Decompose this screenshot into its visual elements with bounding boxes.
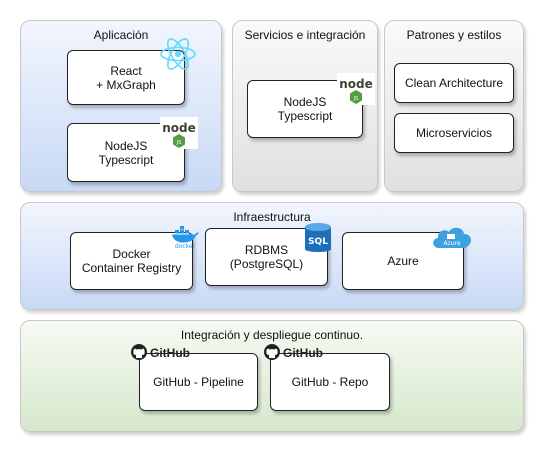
box-label: Docker Container Registry — [81, 247, 182, 275]
sql-database-icon: SQL — [305, 223, 331, 252]
panel-patrones: Patrones y estilos — [384, 20, 524, 192]
panel-title-infraestructura: Infraestructura — [233, 210, 311, 224]
github-icon: GitHub — [131, 344, 190, 360]
panel-title-patrones: Patrones y estilos — [406, 28, 502, 42]
svg-text:docker: docker — [175, 243, 196, 248]
svg-text:JS: JS — [176, 140, 182, 146]
svg-text:SQL: SQL — [308, 237, 328, 247]
box-label: NodeJS Typescript — [98, 138, 154, 167]
box-label: NodeJS Typescript — [277, 95, 333, 123]
svg-text:node: node — [339, 77, 373, 91]
box-docker-registry[interactable]: Docker Container Registry — [70, 232, 193, 290]
box-nodejs-typescript-services[interactable]: NodeJS Typescript — [247, 80, 363, 138]
box-clean-architecture[interactable]: Clean Architecture — [394, 63, 514, 103]
panel-title-servicios: Servicios e integración — [244, 28, 366, 42]
azure-cloud-icon: Azure — [433, 227, 472, 248]
box-label: React + MxGraph — [96, 63, 156, 92]
svg-text:GitHub: GitHub — [283, 346, 323, 360]
box-github-repo[interactable]: GitHub - Repo — [270, 353, 390, 411]
nodejs-icon: node JS — [160, 117, 198, 149]
svg-text:node: node — [162, 121, 196, 135]
panel-title-aplicacion: Aplicación — [93, 28, 149, 42]
svg-text:JS: JS — [353, 96, 359, 102]
docker-icon: docker — [172, 226, 199, 248]
box-label: GitHub - Pipeline — [153, 375, 244, 389]
nodejs-icon: node JS — [337, 73, 375, 105]
react-icon — [160, 38, 196, 70]
panel-title-ci-cd: Integración y despliegue continuo. — [180, 328, 364, 342]
box-label: Clean Architecture — [404, 76, 504, 90]
box-react-mxgraph[interactable]: React + MxGraph — [67, 50, 185, 105]
github-icon: GitHub — [264, 344, 323, 360]
box-label: Microservicios — [415, 126, 492, 140]
box-microservicios[interactable]: Microservicios — [394, 113, 514, 153]
box-label: Azure — [387, 254, 419, 268]
box-label: RDBMS (PostgreSQL) — [229, 243, 304, 271]
box-label: GitHub - Repo — [291, 375, 369, 389]
svg-text:GitHub: GitHub — [150, 346, 190, 360]
svg-text:Azure: Azure — [443, 240, 460, 247]
box-github-pipeline[interactable]: GitHub - Pipeline — [139, 353, 258, 411]
